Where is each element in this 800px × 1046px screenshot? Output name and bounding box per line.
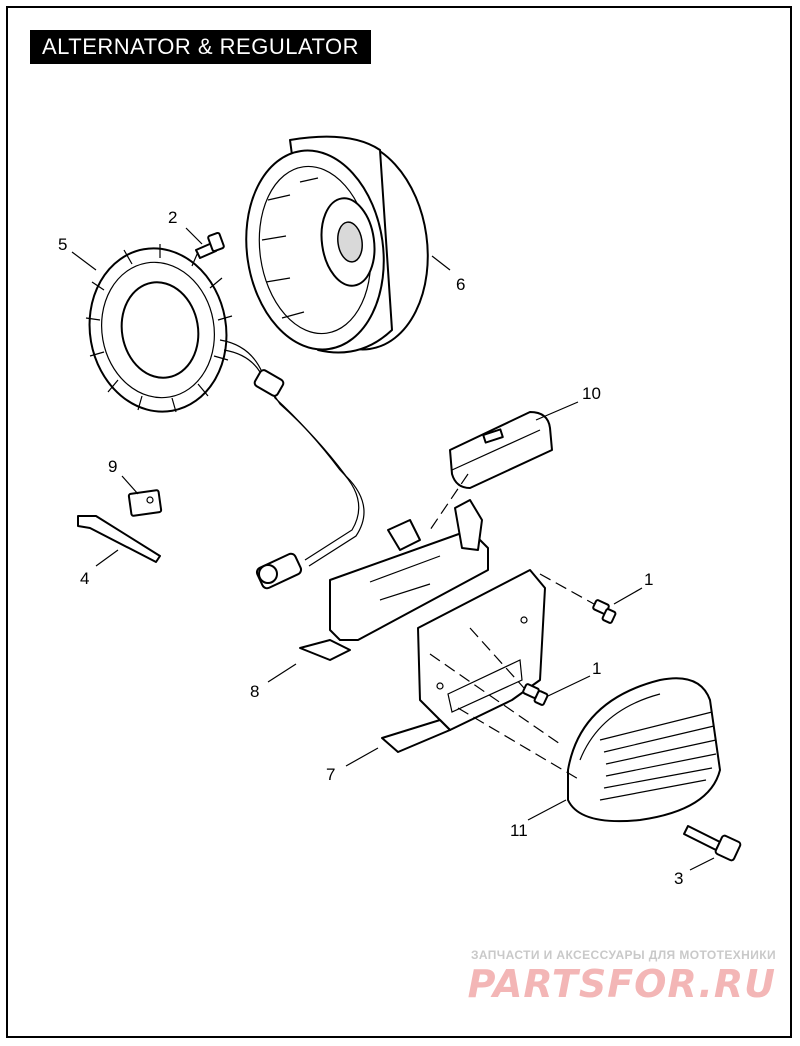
leader-6 (431, 255, 451, 271)
callout-9: 9 (108, 457, 117, 476)
mounting-bracket-part (381, 569, 546, 753)
rotor-part (245, 135, 429, 354)
cover-part (449, 411, 553, 489)
callout-8: 8 (250, 682, 259, 701)
regulator-part (567, 677, 721, 823)
regulator-bracket-part (299, 499, 489, 661)
screw-part-1-lower (522, 683, 549, 706)
leader-1-upper (613, 587, 643, 605)
drawing-frame (6, 6, 792, 1038)
callout-1-lower: 1 (592, 659, 601, 678)
assembly-line-cover (429, 473, 469, 531)
callout-6: 6 (456, 275, 465, 294)
screw-part-2 (195, 231, 225, 259)
clip-part (127, 489, 163, 517)
assembly-line-screw-upper (539, 573, 595, 605)
callout-10: 10 (582, 384, 601, 403)
assembly-line-regulator-lower (457, 707, 581, 781)
bolt-part (683, 825, 742, 862)
stator-part (85, 244, 233, 413)
cable-strap-part (77, 515, 161, 563)
leader-1-lower (547, 675, 591, 697)
leader-9 (121, 475, 139, 495)
callout-2: 2 (168, 208, 177, 227)
leader-8 (267, 663, 297, 683)
callout-1-upper: 1 (644, 570, 653, 589)
watermark-logo: PARTSFOR.RU (467, 962, 776, 1006)
leader-3 (689, 857, 715, 871)
watermark-caption: ЗАПЧАСТИ И АКСЕССУАРЫ ДЛЯ МОТОТЕХНИКИ (470, 948, 776, 962)
leader-4 (95, 549, 119, 567)
leader-11 (527, 799, 567, 821)
assembly-line-regulator (429, 653, 561, 745)
leader-5 (71, 251, 97, 271)
leader-2 (185, 227, 203, 245)
callout-4: 4 (80, 569, 89, 588)
leader-10 (535, 401, 579, 421)
stator-wire-harness (219, 339, 365, 590)
callout-11: 11 (510, 821, 528, 840)
callout-7: 7 (326, 765, 335, 784)
page-title: ALTERNATOR & REGULATOR (30, 30, 372, 64)
callout-5: 5 (58, 235, 67, 254)
callout-3: 3 (674, 869, 683, 888)
screw-part-1-upper (592, 599, 617, 624)
assembly-line-screw-lower (469, 627, 525, 689)
leader-7 (345, 747, 379, 767)
